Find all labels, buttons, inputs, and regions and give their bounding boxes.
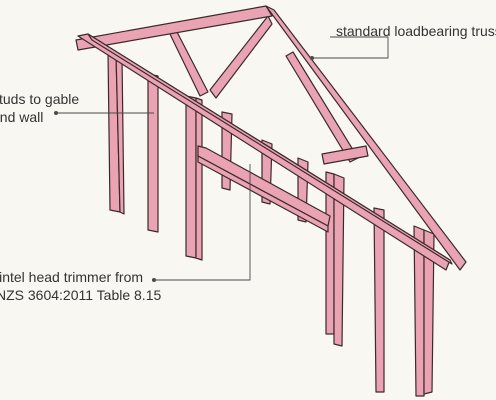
trimmer-label-line-1: lintel head trimmer from (0, 269, 144, 285)
raking-top-plate (77, 33, 453, 271)
truss-label: standard loadbearing truss (336, 23, 496, 39)
studs-label-line-2: end wall (0, 109, 44, 125)
leader-lines (54, 36, 389, 282)
studs-label-line-1: studs to gable (0, 91, 80, 107)
truss-webs (167, 15, 369, 165)
truss-top-chords (75, 5, 467, 271)
studs-label: studs to gable end wall (0, 90, 79, 126)
trimmer-label: lintel head trimmer from NZS 3604:2011 T… (0, 268, 161, 304)
trimmer-label-line-2: NZS 3604:2011 Table 8.15 (0, 287, 162, 303)
lintel-head-trimmer (197, 145, 331, 233)
gable-studs (107, 51, 435, 397)
